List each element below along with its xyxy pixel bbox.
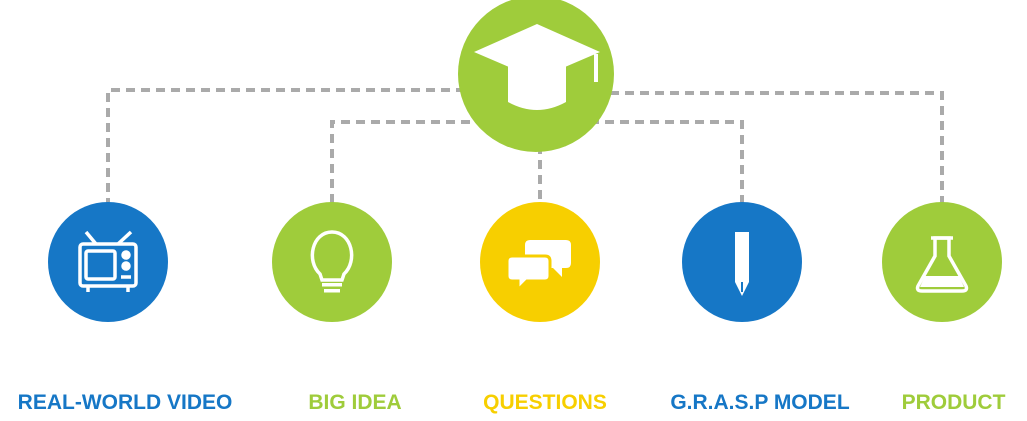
graduation-cap-icon: [474, 24, 600, 110]
connector-video: [106, 88, 465, 205]
connector-lines: [106, 88, 944, 205]
label-questions: QUESTIONS: [483, 391, 607, 414]
node-questions: [480, 202, 600, 322]
node-big-idea: [272, 202, 392, 322]
label-product: PRODUCT: [901, 391, 1006, 414]
hub-node: [458, 0, 614, 152]
connector-grasp: [590, 120, 744, 205]
connector-big-idea: [330, 120, 485, 205]
label-real-world-video: REAL-WORLD VIDEO: [17, 391, 233, 414]
pencil-icon: [735, 232, 749, 296]
connector-product: [610, 91, 944, 205]
label-big-idea: BIG IDEA: [308, 391, 402, 414]
node-circle: [882, 202, 1002, 322]
lightbulb-icon: [310, 230, 354, 293]
node-circle: [48, 202, 168, 322]
label-grasp-model: G.R.A.S.P MODEL: [670, 391, 850, 414]
chat-bubbles-icon: [505, 240, 571, 294]
flask-icon: [915, 236, 969, 293]
node-product: [882, 202, 1002, 322]
node-grasp-model: [682, 202, 802, 322]
node-real-world-video: [48, 202, 168, 322]
node-circle: [272, 202, 392, 322]
tv-icon: [78, 230, 138, 292]
